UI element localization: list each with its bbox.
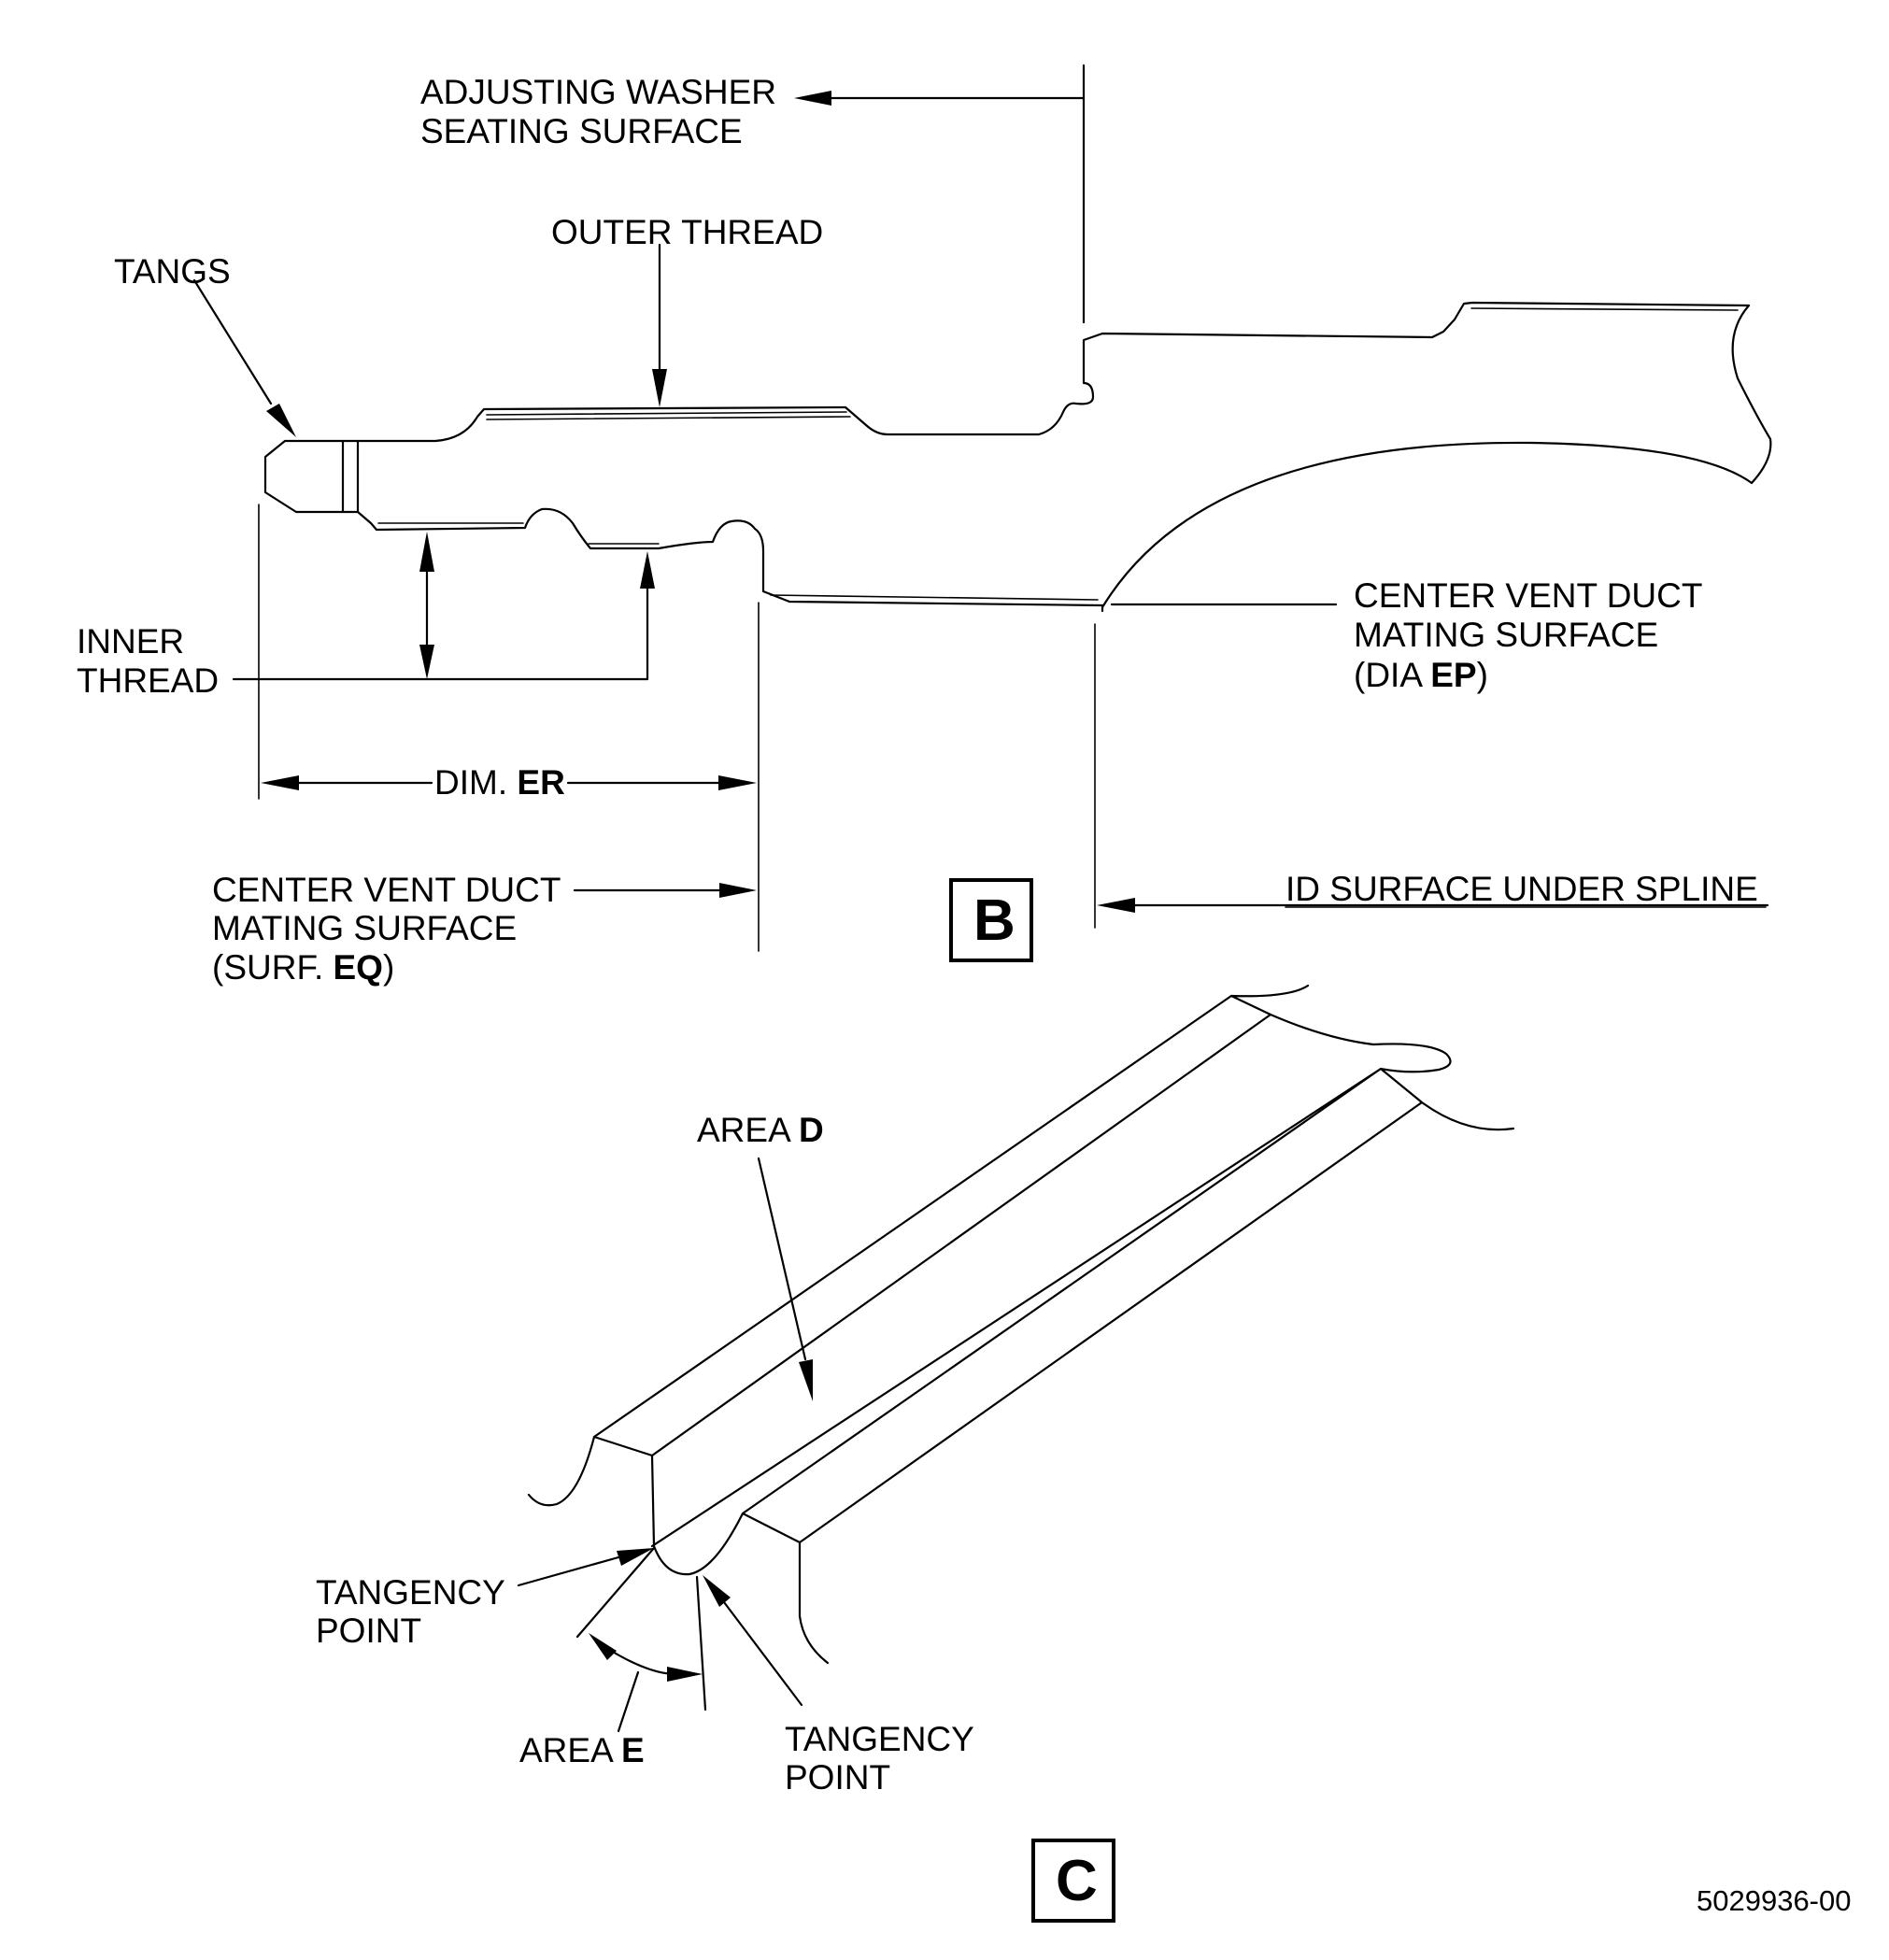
tangency-left-label-line1: TANGENCY bbox=[316, 1573, 505, 1612]
id-surface-arrowhead bbox=[1097, 898, 1135, 913]
tangency-right-arrowhead bbox=[703, 1575, 731, 1607]
tangs-leader bbox=[192, 278, 273, 405]
center-vent-left-arrowhead bbox=[719, 883, 757, 898]
view-b-drawing bbox=[192, 64, 1772, 962]
surf-suffix: ) bbox=[383, 948, 394, 987]
dia-prefix: (DIA bbox=[1354, 656, 1430, 694]
inner-thread-depth-top-arrow bbox=[419, 532, 434, 572]
area-d-label: AREA D bbox=[697, 1111, 824, 1149]
tangs-arrowhead bbox=[266, 404, 296, 437]
dim-er-label: DIM. ER bbox=[434, 763, 565, 802]
area-e-arrow-left bbox=[589, 1633, 617, 1660]
adjusting-washer-arrowhead bbox=[794, 91, 831, 106]
area-d-arrowhead bbox=[799, 1359, 813, 1401]
area-e-prefix: AREA bbox=[519, 1731, 621, 1769]
tangency-right-leader bbox=[722, 1600, 803, 1707]
dim-er-left-arrowhead bbox=[261, 775, 299, 790]
tangency-left-leader bbox=[517, 1555, 620, 1587]
center-vent-left-label-line3: (SURF. EQ) bbox=[212, 948, 394, 987]
adjusting-washer-label-line1: ADJUSTING WASHER bbox=[420, 73, 776, 111]
inner-thread-label-line1: INNER bbox=[77, 622, 184, 660]
inner-thread-up-arrowhead bbox=[640, 551, 655, 589]
id-surface-label: ID SURFACE UNDER SPLINE bbox=[1285, 870, 1758, 908]
outer-thread-lines bbox=[486, 411, 851, 420]
view-c-box bbox=[1031, 1839, 1115, 1923]
inner-thread-label-line2: THREAD bbox=[77, 661, 219, 700]
adjusting-washer-leader bbox=[830, 64, 1086, 324]
view-c-drawing bbox=[517, 984, 1515, 1923]
surf-prefix: (SURF. bbox=[212, 948, 334, 987]
part-outline-b bbox=[263, 301, 1772, 613]
tangency-right-label-line2: POINT bbox=[785, 1758, 890, 1797]
surf-code: EQ bbox=[334, 948, 383, 987]
figure-number: 5029936-00 bbox=[1697, 1884, 1852, 1917]
area-e-arrow-right bbox=[667, 1667, 703, 1682]
area-e-label: AREA E bbox=[519, 1731, 645, 1769]
tangency-right-label-line1: TANGENCY bbox=[785, 1720, 974, 1758]
dim-er-prefix: DIM. bbox=[434, 763, 517, 802]
dia-code: EP bbox=[1430, 656, 1476, 694]
area-d-code: D bbox=[799, 1111, 824, 1149]
area-d-leader bbox=[757, 1157, 807, 1361]
tangs-label: TANGS bbox=[114, 252, 231, 291]
inner-thread-depth-bottom-arrow bbox=[419, 645, 434, 679]
view-c-letter: C bbox=[1056, 1849, 1098, 1913]
view-b-box bbox=[949, 878, 1033, 962]
tangency-left-arrowhead bbox=[617, 1548, 654, 1566]
inner-thread-leader bbox=[232, 587, 649, 681]
center-vent-right-label-line1: CENTER VENT DUCT bbox=[1354, 576, 1702, 615]
adjusting-washer-label-line2: SEATING SURFACE bbox=[420, 112, 743, 150]
view-b-letter: B bbox=[973, 888, 1016, 953]
tangency-left-label-line2: POINT bbox=[316, 1612, 421, 1650]
outer-thread-label: OUTER THREAD bbox=[551, 213, 823, 251]
dim-er-right-arrowhead bbox=[718, 775, 757, 790]
inner-thread-lines bbox=[377, 522, 1099, 601]
dim-er-code: ER bbox=[517, 763, 564, 802]
spline-tooth-outline bbox=[527, 984, 1515, 1711]
area-d-prefix: AREA bbox=[697, 1111, 799, 1149]
area-e-leader bbox=[617, 1670, 640, 1733]
center-vent-left-label-line1: CENTER VENT DUCT bbox=[212, 871, 561, 909]
center-vent-right-label-line3: (DIA EP) bbox=[1354, 656, 1488, 694]
outer-flange-line bbox=[1470, 307, 1739, 311]
outer-thread-arrowhead bbox=[652, 369, 667, 407]
center-vent-left-label-line2: MATING SURFACE bbox=[212, 909, 517, 947]
dia-suffix: ) bbox=[1477, 656, 1488, 694]
area-e-code: E bbox=[621, 1731, 645, 1769]
center-vent-right-label-line2: MATING SURFACE bbox=[1354, 616, 1658, 654]
